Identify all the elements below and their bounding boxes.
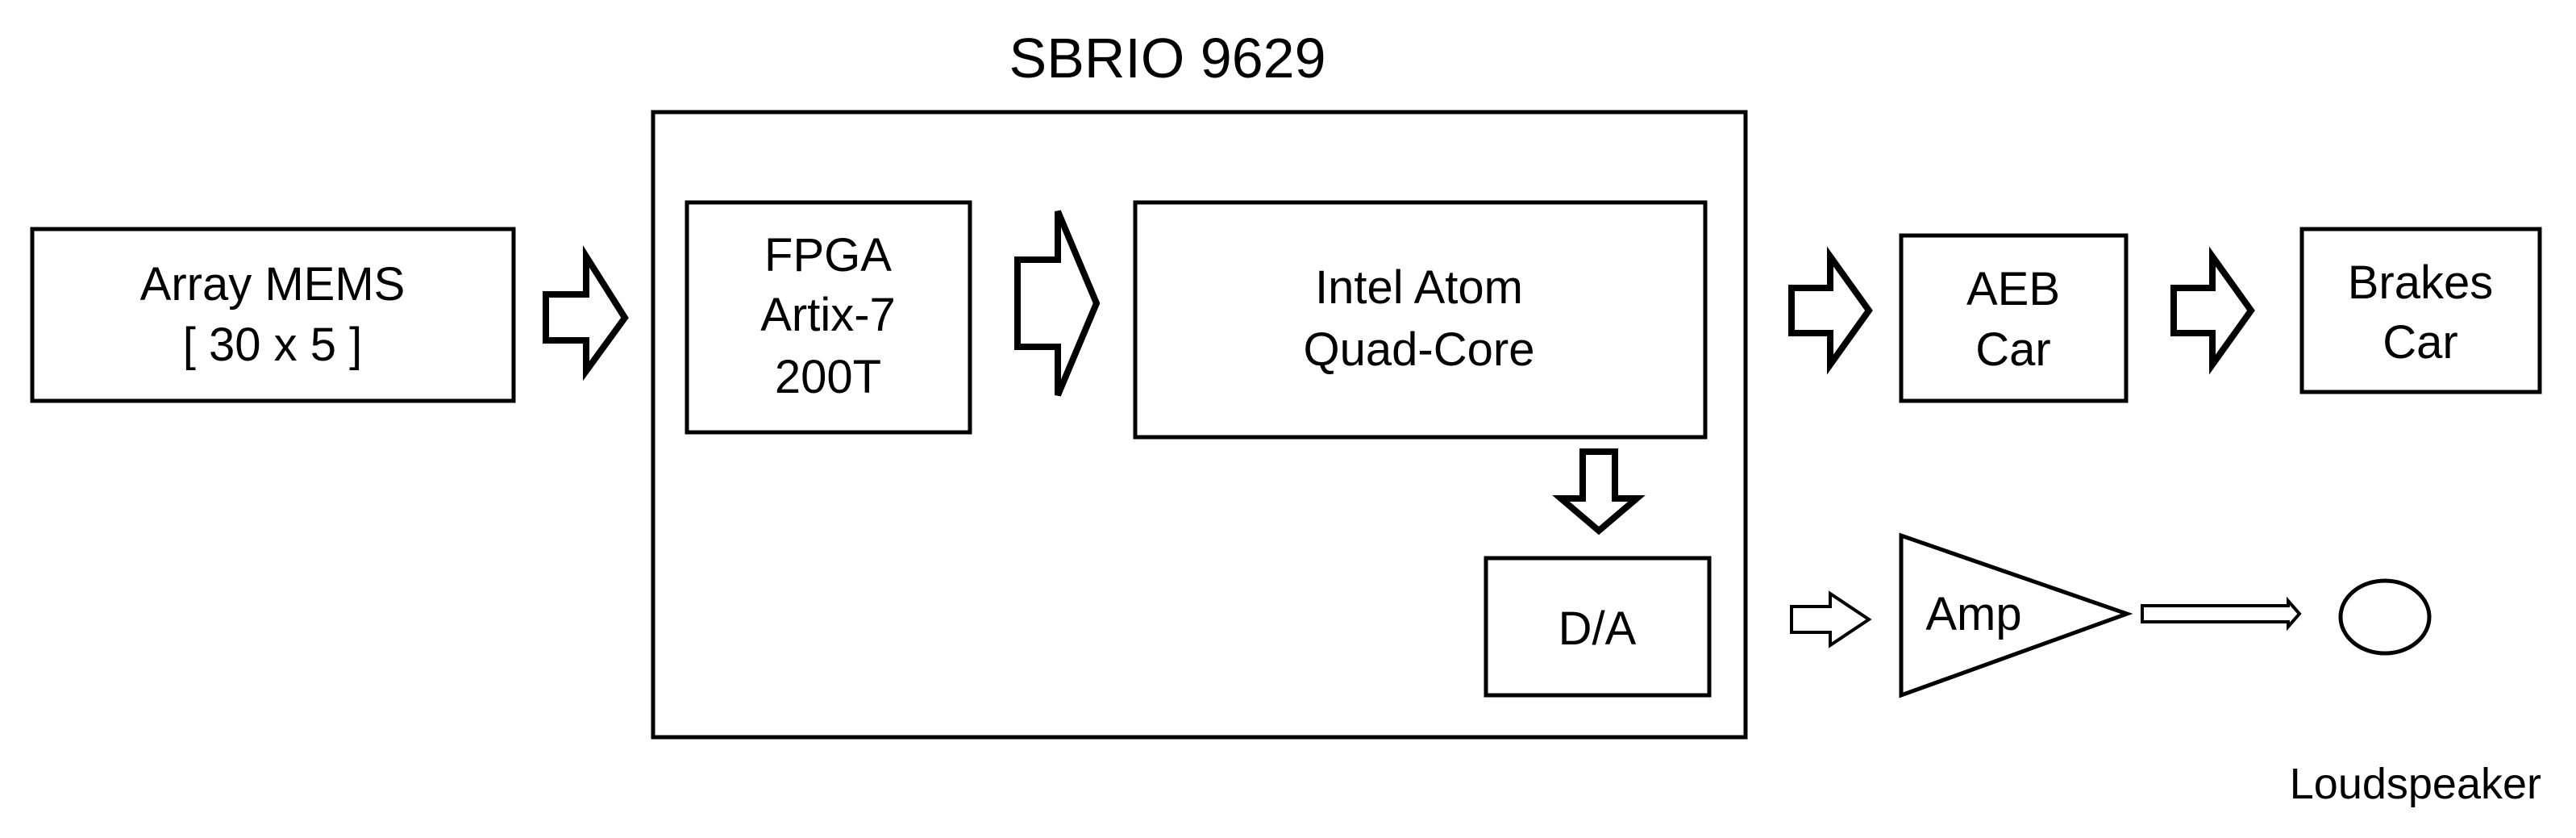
diagram-title: SBRIO 9629 bbox=[1009, 27, 1326, 90]
fpga-block: FPGA Artix-7 200T bbox=[685, 200, 972, 435]
arrow-mems-to-fpga bbox=[543, 245, 629, 381]
loudspeaker-icon bbox=[2338, 578, 2432, 656]
amp-label: Amp bbox=[1925, 588, 2021, 640]
array-mems-label-line1: Array MEMS bbox=[140, 258, 406, 311]
da-block: D/A bbox=[1484, 556, 1712, 698]
brakes-car-label-line2: Car bbox=[2382, 316, 2457, 369]
fpga-label-line2: Artix-7 bbox=[760, 289, 896, 341]
intel-atom-label-line2: Quad-Core bbox=[1304, 323, 1535, 376]
brakes-car-label-line1: Brakes bbox=[2348, 256, 2494, 309]
fpga-label-line3: 200T bbox=[775, 351, 881, 403]
array-mems-block: Array MEMS [ 30 x 5 ] bbox=[30, 227, 516, 403]
arrow-intel-to-da bbox=[1552, 448, 1646, 536]
amp-block: Amp bbox=[1899, 532, 2133, 698]
arrow-fpga-to-intel bbox=[1014, 210, 1101, 397]
da-label: D/A bbox=[1559, 602, 1637, 655]
aeb-car-label-line2: Car bbox=[1975, 323, 2050, 376]
intel-atom-label-line1: Intel Atom bbox=[1315, 261, 1523, 314]
array-mems-label-line2: [ 30 x 5 ] bbox=[183, 319, 362, 371]
arrow-amp-to-loudspeaker bbox=[2141, 596, 2302, 632]
brakes-car-block: Brakes Car bbox=[2299, 227, 2542, 394]
fpga-label-line1: FPGA bbox=[764, 229, 892, 281]
aeb-car-block: AEB Car bbox=[1899, 233, 2129, 403]
arrow-da-to-amp bbox=[1790, 590, 1872, 648]
loudspeaker-label: Loudspeaker bbox=[2290, 760, 2541, 808]
arrow-sbrio-to-aeb bbox=[1788, 246, 1873, 375]
aeb-car-label-line1: AEB bbox=[1966, 263, 2060, 315]
intel-atom-block: Intel Atom Quad-Core bbox=[1133, 200, 1708, 440]
arrow-aeb-to-brakes bbox=[2170, 246, 2255, 375]
